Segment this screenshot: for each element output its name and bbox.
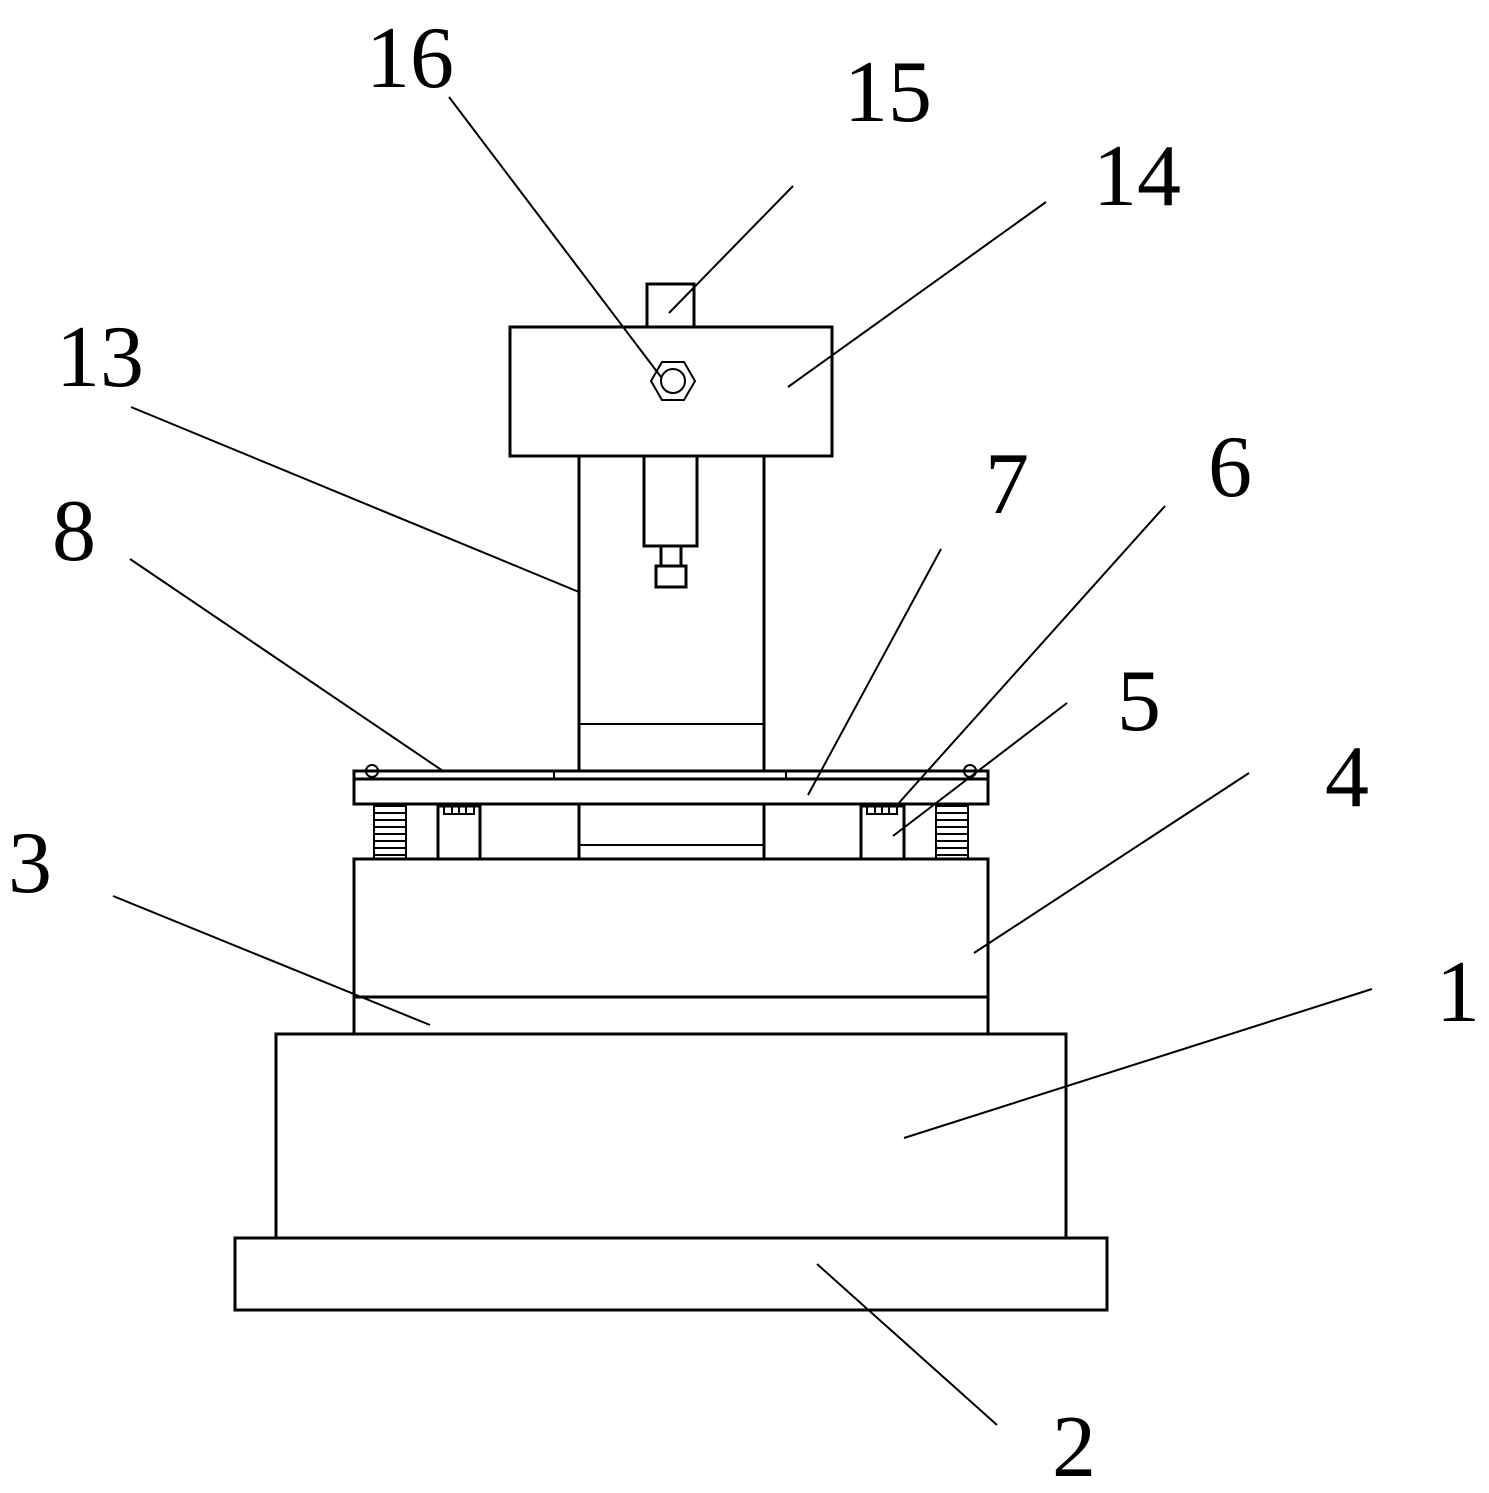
callout-15: 15 [844, 44, 932, 141]
part-1-main-body [274, 1032, 1068, 1240]
leader-8 [129, 558, 444, 772]
part-16-hex-nut [649, 361, 697, 401]
leader-6 [896, 505, 1166, 806]
callout-6: 6 [1208, 419, 1252, 516]
callout-2: 2 [1052, 1399, 1096, 1493]
plate-bolt-left [365, 764, 379, 778]
callout-4: 4 [1325, 729, 1369, 826]
part-2-base-plate [233, 1236, 1109, 1312]
right-spring [935, 805, 969, 860]
callout-5: 5 [1117, 653, 1161, 750]
leader-15 [668, 185, 794, 314]
leader-13 [130, 406, 580, 593]
leader-5 [892, 702, 1068, 837]
leader-1 [903, 988, 1373, 1139]
callout-3: 3 [8, 815, 52, 912]
part-4-lower-block [352, 857, 990, 1036]
leader-16 [448, 96, 662, 378]
leader-2 [816, 1263, 998, 1426]
leader-4 [973, 772, 1250, 954]
callout-13: 13 [56, 309, 144, 406]
callout-16: 16 [366, 10, 454, 107]
cylinder-body [642, 454, 699, 548]
leader-7 [807, 548, 942, 796]
left-spring [373, 805, 407, 860]
callout-7: 7 [985, 436, 1029, 533]
cylinder-rod [659, 544, 683, 568]
leader-14 [787, 201, 1047, 388]
leader-3 [112, 895, 431, 1026]
cylinder-tip [654, 564, 688, 589]
callout-1: 1 [1436, 944, 1480, 1041]
part-15-top-stub [645, 282, 696, 329]
part-8-top-sheet [352, 769, 990, 781]
callout-8: 8 [52, 483, 96, 580]
callout-14: 14 [1093, 128, 1181, 225]
part-7-plate [352, 777, 990, 806]
part-14-head-block [508, 325, 834, 458]
